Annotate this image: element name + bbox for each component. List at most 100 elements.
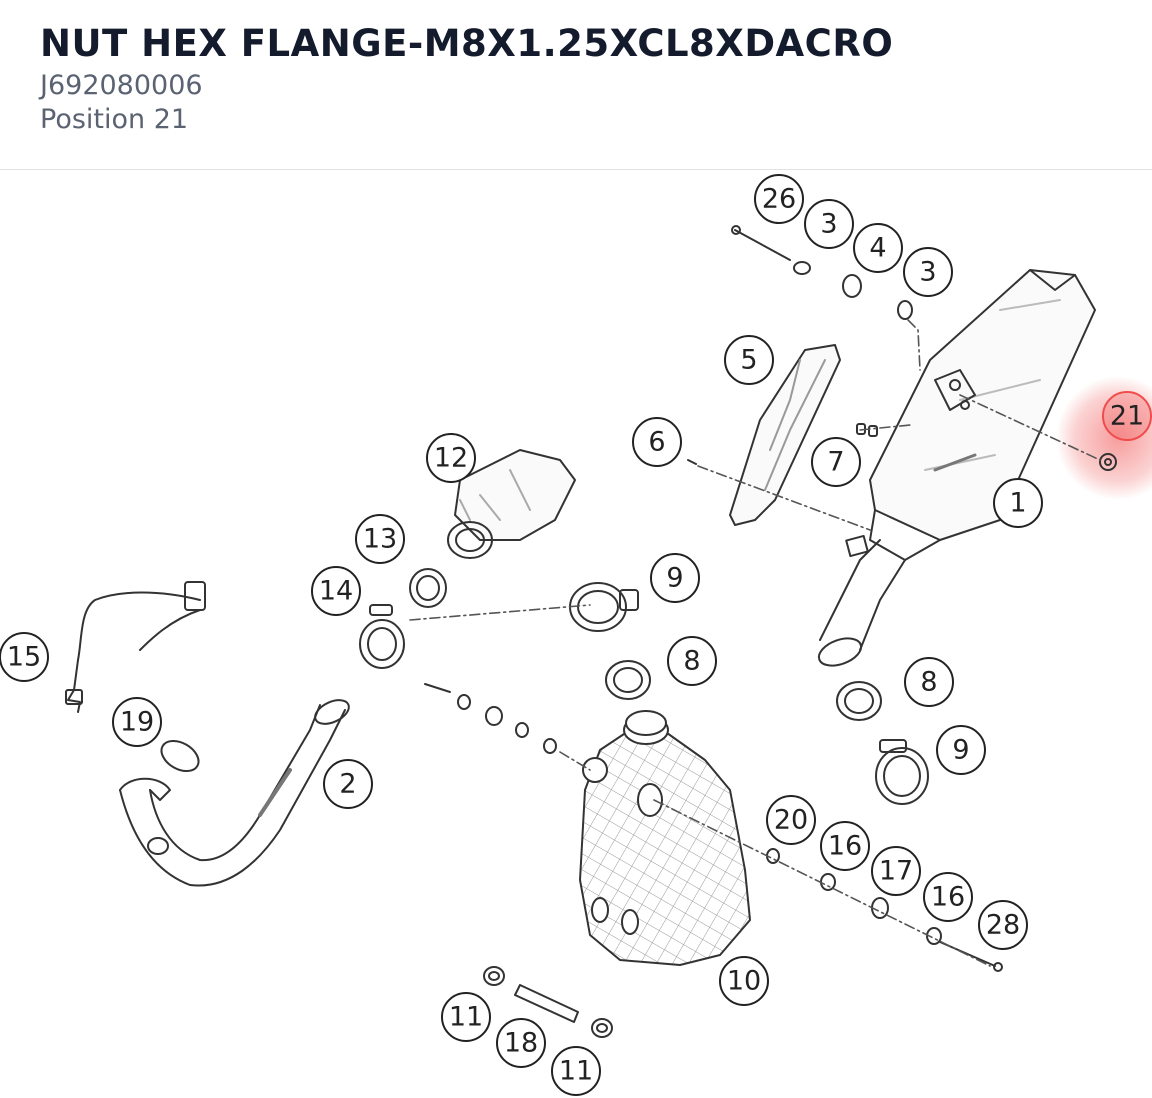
callout-19[interactable]: 19: [112, 697, 162, 747]
callout-label: 21: [1110, 401, 1144, 432]
part-21-flange-nut[interactable]: [1099, 453, 1117, 471]
callout-13[interactable]: 13: [355, 514, 405, 564]
callout-circle: [632, 417, 682, 467]
callout-14[interactable]: 14: [311, 566, 361, 616]
callout-21[interactable]: 21: [1102, 391, 1152, 441]
callout-11[interactable]: 11: [441, 992, 491, 1042]
part-14-clamp[interactable]: [359, 604, 405, 669]
callout-7[interactable]: 7: [811, 437, 861, 487]
part-12-converter[interactable]: [447, 449, 576, 559]
callout-circle: [766, 795, 816, 845]
callout-circle: [936, 725, 986, 775]
callout-1[interactable]: 1: [993, 478, 1043, 528]
part-13-gasket[interactable]: [409, 568, 447, 608]
callout-16[interactable]: 16: [820, 821, 870, 871]
callout-label: 1: [1009, 488, 1026, 519]
callout-circle: [804, 199, 854, 249]
assembly-lines: [409, 319, 1101, 967]
callout-circle: [820, 821, 870, 871]
callout-5[interactable]: 5: [724, 335, 774, 385]
callout-20[interactable]: 20: [766, 795, 816, 845]
callout-circle: [311, 566, 361, 616]
callout-circle: [667, 636, 717, 686]
callout-label: 15: [7, 642, 41, 673]
callout-8[interactable]: 8: [667, 636, 717, 686]
callout-3[interactable]: 3: [903, 247, 953, 297]
callout-circle: [441, 992, 491, 1042]
callout-8[interactable]: 8: [904, 657, 954, 707]
callout-circle: [426, 433, 476, 483]
callout-label: 8: [683, 646, 700, 677]
callout-circle: [323, 759, 373, 809]
callout-28[interactable]: 28: [978, 900, 1028, 950]
callout-16[interactable]: 16: [923, 872, 973, 922]
callout-9[interactable]: 9: [650, 553, 700, 603]
callout-label: 13: [363, 524, 397, 555]
callout-circle: [903, 247, 953, 297]
part-8-gasket-lower[interactable]: [836, 681, 882, 721]
callout-circle: [754, 174, 804, 224]
callout-18[interactable]: 18: [496, 1018, 546, 1068]
callout-circle: [650, 553, 700, 603]
exploded-parts-diagram: 2634352167121131491588199220161716281011…: [0, 174, 1152, 1096]
part-number: J692080006: [40, 70, 203, 101]
callout-label: 18: [504, 1028, 538, 1059]
part-19-gasket-ring[interactable]: [156, 735, 204, 778]
highlight-glow: [1056, 376, 1152, 500]
callout-circle: [1102, 391, 1152, 441]
part-11-bushing-right[interactable]: [591, 1018, 613, 1038]
part-5-heat-shield[interactable]: [729, 344, 841, 526]
part-9-clamp-lower[interactable]: [875, 739, 929, 805]
callout-circle: [871, 846, 921, 896]
part-header: NUT HEX FLANGE-M8X1.25XCL8XDACRO J692080…: [0, 0, 1152, 170]
callout-label: 11: [449, 1002, 483, 1033]
callout-circle: [719, 956, 769, 1006]
callout-label: 4: [869, 233, 886, 264]
callout-label: 9: [666, 563, 683, 594]
callout-label: 6: [648, 427, 665, 458]
callout-circle: [853, 223, 903, 273]
callout-circle: [993, 478, 1043, 528]
callout-label: 8: [920, 667, 937, 698]
callout-label: 9: [952, 735, 969, 766]
callout-9[interactable]: 9: [936, 725, 986, 775]
part-9-clamp-upper[interactable]: [569, 582, 639, 632]
callout-label: 26: [762, 184, 796, 215]
callout-circle: [811, 437, 861, 487]
callout-12[interactable]: 12: [426, 433, 476, 483]
part-10-presilencer[interactable]: [579, 710, 751, 966]
part-title: NUT HEX FLANGE-M8X1.25XCL8XDACRO: [40, 22, 894, 65]
callout-label: 7: [827, 447, 844, 478]
callout-3[interactable]: 3: [804, 199, 854, 249]
callout-circle: [724, 335, 774, 385]
callout-2[interactable]: 2: [323, 759, 373, 809]
bolt-stack-left[interactable]: [424, 683, 557, 754]
callout-label: 5: [740, 345, 757, 376]
part-18-sleeve[interactable]: [514, 984, 579, 1023]
part-6-screw[interactable]: [687, 459, 697, 465]
callout-label: 19: [120, 707, 154, 738]
part-26-bolt-stack[interactable]: [731, 225, 913, 320]
callout-15[interactable]: 15: [0, 632, 49, 682]
part-position: Position 21: [40, 104, 189, 135]
callout-label: 3: [919, 257, 936, 288]
callout-circle: [923, 872, 973, 922]
callout-circle: [112, 697, 162, 747]
part-15-lambda-sensor[interactable]: [65, 581, 206, 713]
part-8-gasket-upper[interactable]: [605, 660, 651, 700]
callout-label: 12: [434, 443, 468, 474]
callout-26[interactable]: 26: [754, 174, 804, 224]
callout-4[interactable]: 4: [853, 223, 903, 273]
callout-label: 3: [820, 209, 837, 240]
callout-circle: [496, 1018, 546, 1068]
callout-6[interactable]: 6: [632, 417, 682, 467]
callout-10[interactable]: 10: [719, 956, 769, 1006]
callout-17[interactable]: 17: [871, 846, 921, 896]
callout-label: 20: [774, 805, 808, 836]
callout-circle: [0, 632, 49, 682]
part-11-bushing-left[interactable]: [483, 966, 505, 986]
callout-11[interactable]: 11: [551, 1046, 601, 1096]
callout-label: 10: [727, 966, 761, 997]
callout-label: 16: [828, 831, 862, 862]
part-2-header-pipe[interactable]: [119, 695, 353, 887]
